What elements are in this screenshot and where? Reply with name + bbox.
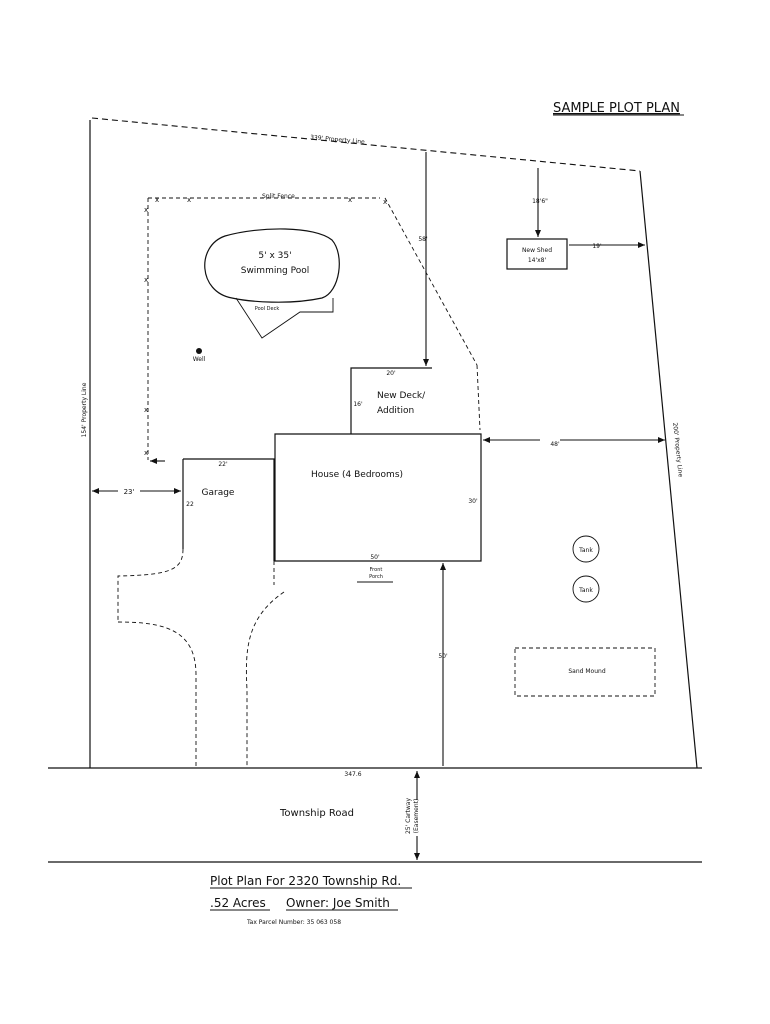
shed-side-dim-label: 19' [592,243,602,250]
road-name: Township Road [279,808,354,819]
shed-top-dim-label: 18'6" [532,198,548,205]
top-property-line [91,117,641,172]
well-marker [196,348,202,354]
house-road-setback-label: 50' [438,653,448,660]
shed-size: 14'x8' [528,257,547,264]
garage [183,458,275,561]
svg-text:x: x [187,196,191,204]
right-of-way-label-1: 25' Cartway [405,798,412,834]
caption-line-1: Plot Plan For 2320 Township Rd. [210,874,401,888]
svg-text:x: x [144,449,148,457]
garage-setback-label: 23' [124,488,135,496]
svg-text:x: x [144,276,148,284]
garage-name: Garage [202,488,235,498]
house-name: House (4 Bedrooms) [311,470,403,480]
house-width: 50' [370,554,380,561]
svg-text:x: x [144,206,148,214]
tank-2-label: Tank [578,587,593,594]
house-right-setback-label: 48' [550,441,560,448]
house [274,433,482,562]
svg-text:x: x [155,196,159,204]
new-shed [506,238,568,270]
right-of-way-label-2: (Easement) [413,799,420,834]
deck-depth: 16' [353,401,363,408]
pool-size: 5' x 35' [258,251,291,261]
driveway [117,548,285,768]
fence-label: Split Fence [262,193,295,200]
caption-parcel: Tax Parcel Number: 35 063 058 [246,919,341,926]
plan-title: SAMPLE PLOT PLAN [553,101,680,116]
sand-mound [514,647,656,697]
deck-name-2: Addition [377,406,414,416]
tank-1 [572,535,600,563]
caption-owner: Owner: Joe Smith [286,896,390,910]
left-property-label: 154' Property Line [81,382,88,437]
svg-text:x: x [348,196,352,204]
garage-width: 22' [218,461,228,468]
garage-depth: 22 [186,501,194,508]
pool-name: Swimming Pool [241,266,310,276]
house-top-setback-label: 58' [418,236,428,243]
top-property-label: 339' Property Line [310,134,366,146]
new-deck [350,367,432,434]
tank-1-label: Tank [578,547,593,554]
caption-acres: .52 Acres [210,896,266,910]
right-property-label: 200' Property Line [671,422,684,478]
deck-width: 20' [386,370,396,377]
house-depth: 30' [468,498,478,505]
well-label: Well [193,356,206,363]
svg-text:x: x [383,198,387,206]
deck-name-1: New Deck/ [377,391,426,401]
sand-mound-label: Sand Mound [568,668,605,675]
porch-label-2: Porch [369,574,383,580]
frontage-label: 347.6 [344,771,361,778]
right-property-line [639,170,698,769]
pool-deck-label: Pool Deck [255,306,280,312]
split-fence: x x x x x x x x [144,196,481,460]
tank-2 [572,575,600,603]
shed-name: New Shed [522,247,552,254]
porch-label-1: Front [370,567,383,573]
swimming-pool [204,228,340,339]
svg-text:x: x [144,406,148,414]
